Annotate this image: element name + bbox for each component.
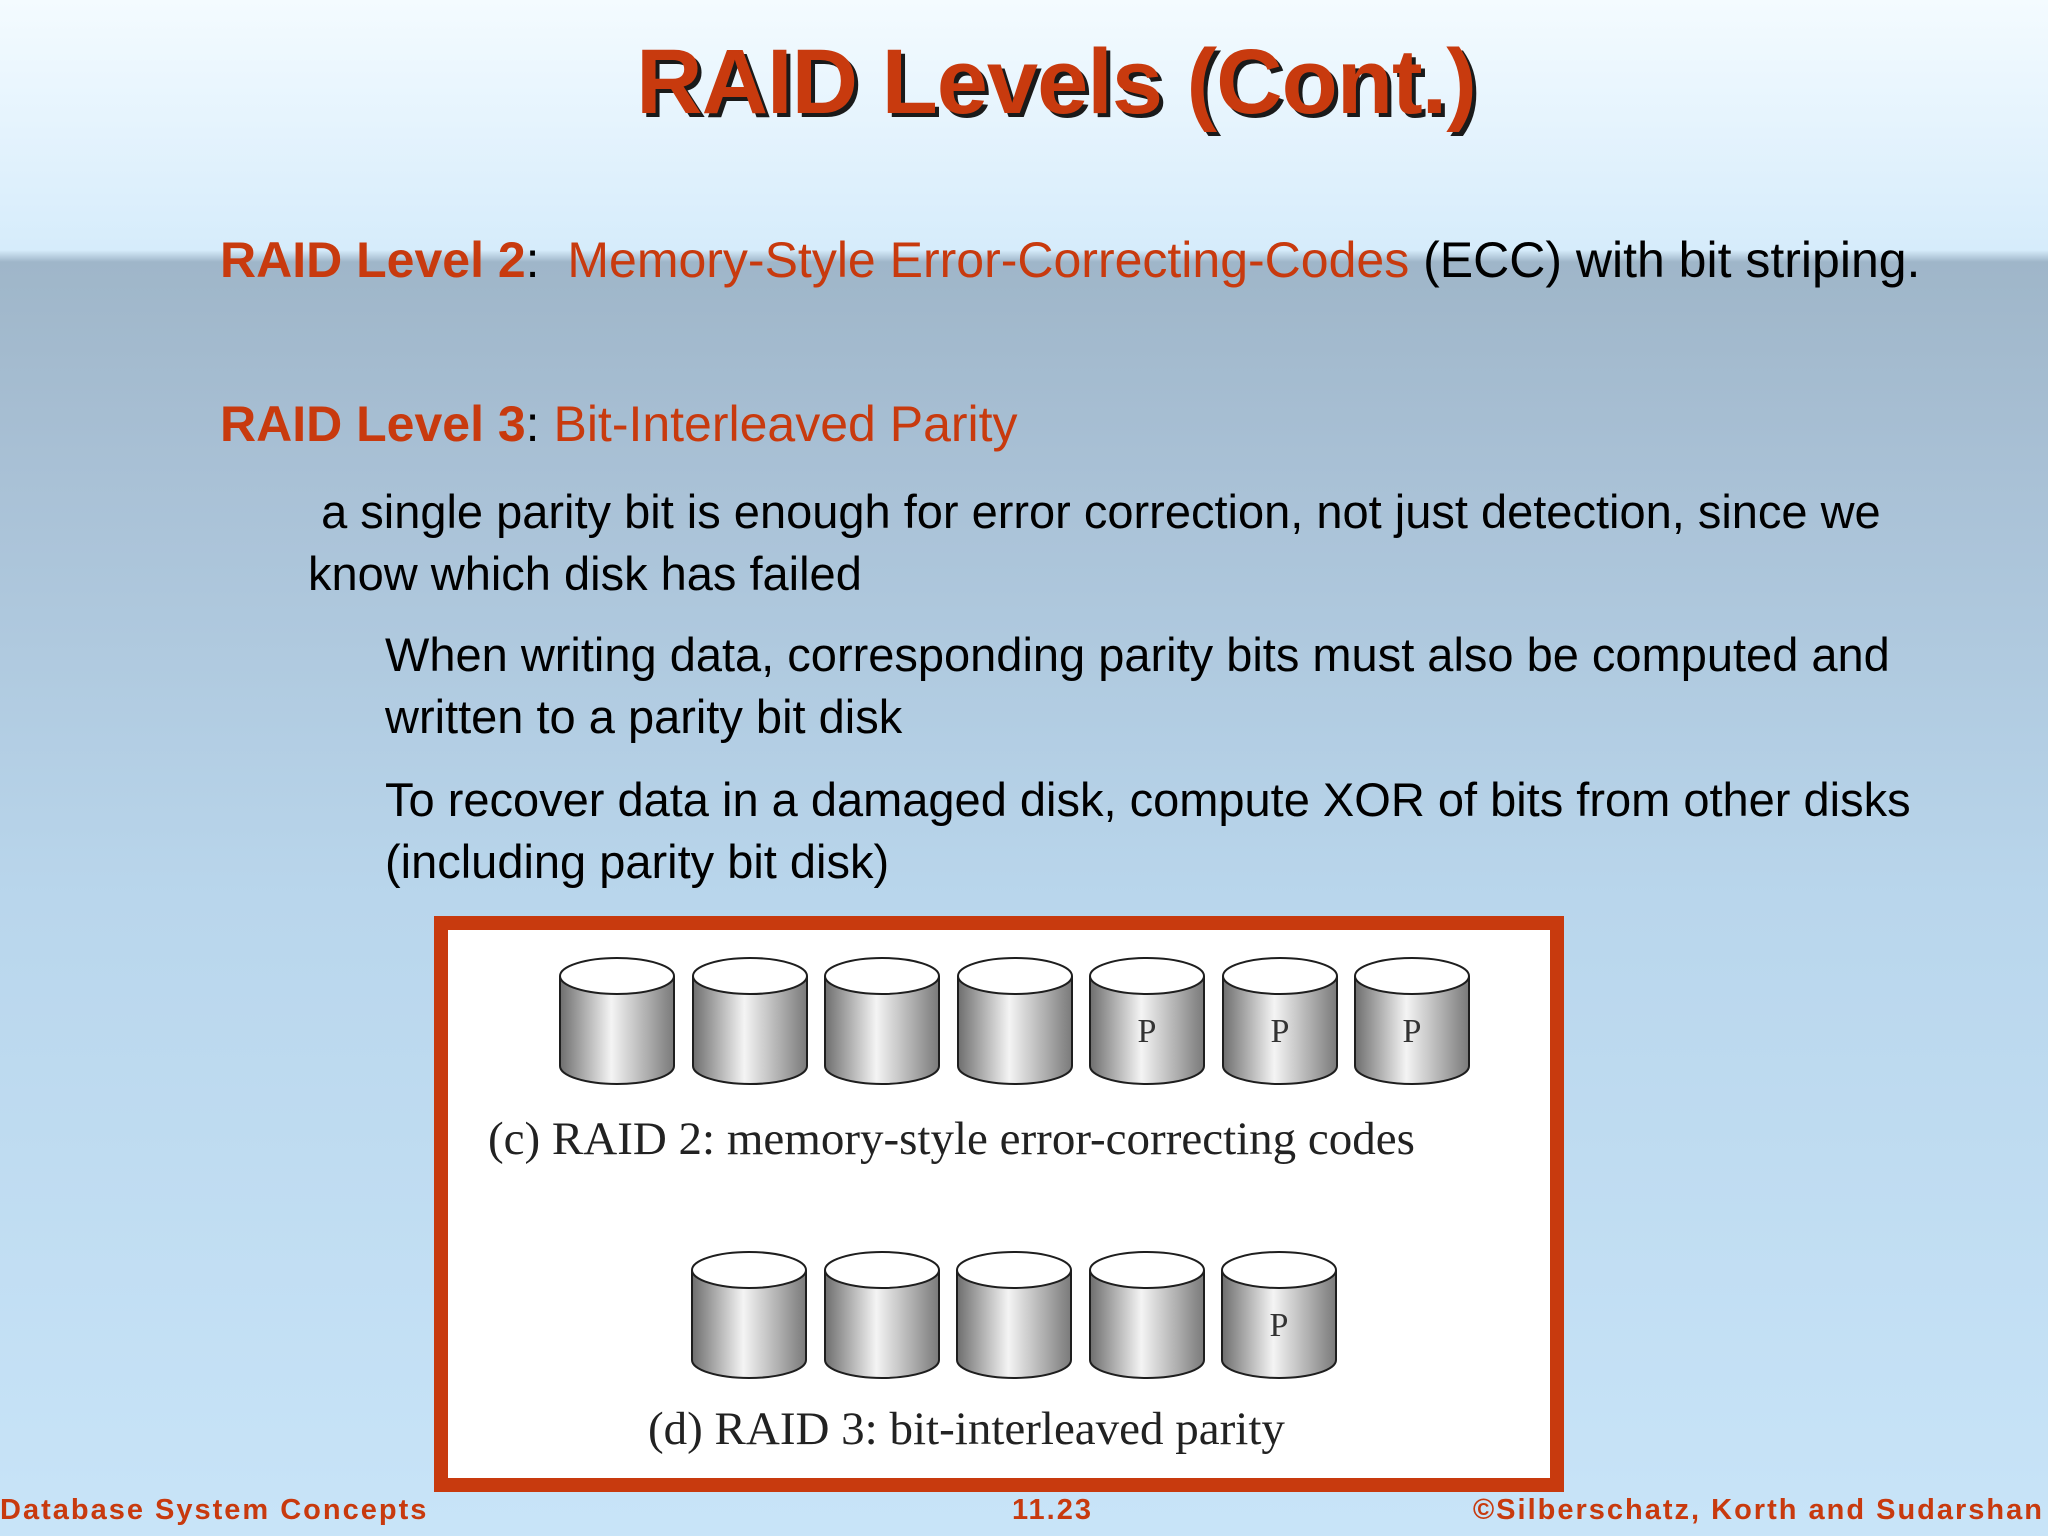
footer-page-number: 11.23 bbox=[1012, 1494, 1093, 1526]
disk-cylinder-icon: P bbox=[1354, 957, 1470, 1085]
bullet-raid-level-2: RAID Level 2: Memory-Style Error-Correct… bbox=[220, 228, 1980, 292]
disk-cylinder-icon: P bbox=[1089, 957, 1205, 1085]
raid3-caption: (d) RAID 3: bit-interleaved parity bbox=[648, 1403, 1285, 1455]
parity-disk: P bbox=[1353, 954, 1471, 1088]
sub-bullet-single-parity: a single parity bit is enough for error … bbox=[308, 485, 1894, 600]
disk-cylinder-icon bbox=[956, 957, 1073, 1085]
raid2-description: (ECC) with bit striping. bbox=[1409, 232, 1921, 288]
disk-cylinder-icon bbox=[559, 957, 675, 1085]
disk-cylinder-icon bbox=[691, 1251, 807, 1379]
slide-title-text: RAID Levels (Cont.) bbox=[636, 31, 1477, 133]
raid3-name: Bit-Interleaved Parity bbox=[553, 396, 1018, 452]
disk-cylinder-icon bbox=[823, 1251, 940, 1379]
raid2-separator: : bbox=[525, 232, 568, 288]
disk-cylinder-icon bbox=[1088, 1251, 1205, 1379]
disk-cylinder-icon: P bbox=[1221, 1251, 1337, 1379]
raid2-heading: RAID Level 2 bbox=[220, 232, 526, 288]
raid2-caption: (c) RAID 2: memory-style error-correctin… bbox=[488, 1113, 1415, 1165]
disk-cylinder-icon bbox=[824, 957, 940, 1085]
bullet-raid-level-3: RAID Level 3: Bit-Interleaved Parity bbox=[220, 392, 1980, 456]
parity-label: P bbox=[1138, 1013, 1157, 1050]
data-disk bbox=[823, 1248, 941, 1382]
footer-left: Database System Concepts bbox=[0, 1494, 429, 1526]
data-disk bbox=[691, 954, 809, 1088]
parity-label: P bbox=[1270, 1307, 1289, 1344]
footer-right: ©Silberschatz, Korth and Sudarshan bbox=[1472, 1494, 2044, 1526]
raid2-name: Memory-Style Error-Correcting-Codes bbox=[567, 232, 1410, 288]
disk-cylinder-icon bbox=[691, 957, 808, 1085]
slide-title: RAID Levels (Cont.) bbox=[0, 30, 2048, 135]
data-disk bbox=[823, 954, 941, 1088]
raid-figure: P P P (c) RAID 2: memory-style error-corre… bbox=[434, 916, 1564, 1492]
disk-cylinder-icon: P bbox=[1221, 957, 1338, 1085]
parity-disk: P bbox=[1220, 1248, 1338, 1382]
data-disk bbox=[1088, 1248, 1206, 1382]
parity-disk: P bbox=[1221, 954, 1339, 1088]
data-disk bbox=[956, 954, 1074, 1088]
raid3-heading: RAID Level 3 bbox=[220, 396, 526, 452]
raid3-separator: : bbox=[525, 396, 554, 452]
sub-bullet-recover-data: To recover data in a damaged disk, compu… bbox=[385, 773, 1911, 888]
parity-label: P bbox=[1403, 1013, 1422, 1050]
parity-disk: P bbox=[1088, 954, 1206, 1088]
data-disk bbox=[955, 1248, 1073, 1382]
data-disk bbox=[558, 954, 676, 1088]
sub-bullet-writing-data: When writing data, corresponding parity … bbox=[385, 628, 1890, 743]
parity-label: P bbox=[1270, 1013, 1289, 1050]
data-disk bbox=[690, 1248, 808, 1382]
disk-cylinder-icon bbox=[956, 1251, 1072, 1379]
